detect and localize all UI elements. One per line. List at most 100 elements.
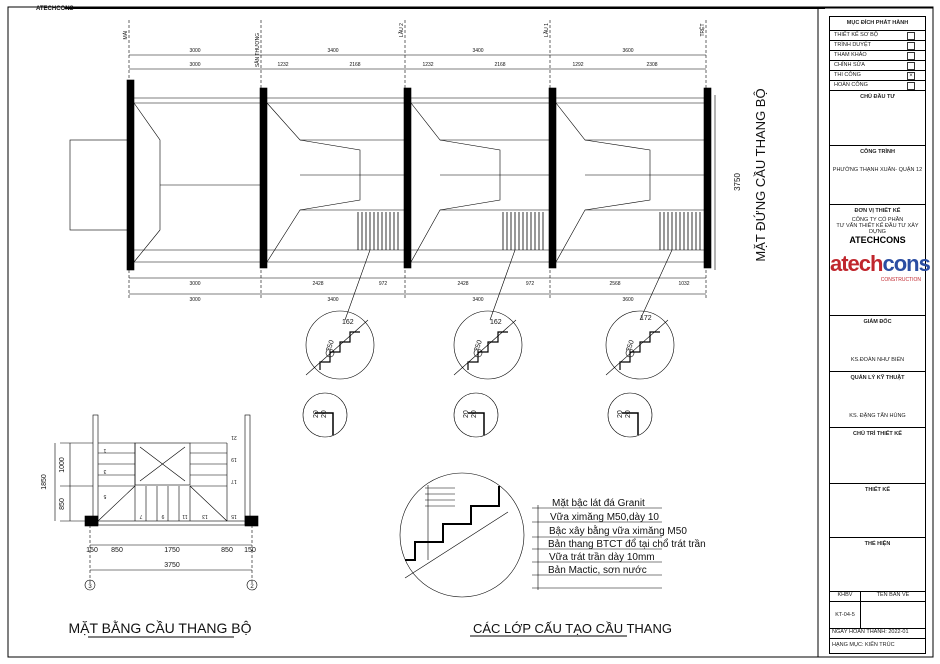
step-number: 17 — [231, 478, 237, 484]
logo-part: atech — [830, 251, 883, 276]
dim-label: 162 — [490, 319, 502, 326]
step-number: 3 — [103, 468, 106, 474]
logo-part: cons — [882, 251, 930, 276]
step-number: 21 — [231, 434, 237, 440]
checkbox[interactable] — [907, 42, 915, 50]
sheet-border — [7, 6, 934, 658]
dim-label: 3400 — [472, 48, 483, 54]
step-number: 7 — [139, 513, 142, 519]
dim-label: 250 — [625, 339, 636, 352]
dim-label: 3750 — [164, 562, 180, 569]
dim-label: 150 — [86, 547, 98, 554]
layer-item: Bậc xây bằng vữa ximăng M50 — [549, 524, 687, 537]
checkbox[interactable] — [907, 82, 915, 90]
step-detail — [453, 310, 523, 438]
dim-label: 1750 — [164, 547, 180, 554]
dim-label: 3600 — [622, 48, 633, 54]
dim-label: 20 — [617, 410, 624, 418]
category: HẠNG MỤC: KIẾN TRÚC — [832, 642, 895, 648]
layer-item: Vữa ximăng M50,dày 10 — [550, 512, 659, 523]
dim-label: 1000 — [59, 457, 66, 473]
company-name: ATECHCONS — [849, 235, 906, 245]
dim-label: 1032 — [678, 281, 689, 287]
dim-label: 3400 — [327, 297, 338, 303]
purpose-label: HOÀN CÔNG — [834, 82, 868, 88]
designer-header: ĐƠN VỊ THIẾT KẾ — [854, 208, 901, 214]
logo-subtitle: CONSTRUCTION — [880, 277, 921, 283]
purpose-label: THIẾT KẾ SƠ BỘ — [834, 32, 879, 38]
tech-header: QUẢN LÝ KỸ THUẬT — [850, 375, 905, 381]
company-logo: atechcons — [830, 251, 931, 277]
elevation-title: MẶT ĐỨNG CẦU THANG BỘ — [753, 88, 768, 261]
step-number: 1 — [103, 447, 106, 453]
plan-title: MẶT BẰNG CẦU THANG BỘ — [68, 619, 251, 636]
dim-label: 1850 — [41, 474, 48, 490]
director-header: GIÁM ĐỐC — [863, 319, 892, 325]
level-label: TRỆT — [698, 23, 706, 36]
step-number: 19 — [231, 456, 237, 462]
level-label: SÂN THƯỢNG — [254, 33, 261, 67]
dim-label: 172 — [640, 315, 652, 322]
dim-label: 250 — [473, 339, 484, 352]
owner-header: CHỦ ĐẦU TƯ — [860, 94, 895, 100]
layers-list: Mặt bậc lát đá Granit Vữa ximăng M50,dày… — [473, 498, 706, 636]
layer-item: Mặt bậc lát đá Granit — [552, 498, 645, 509]
dim-label: 20 — [463, 410, 470, 418]
axis-label: 2 — [250, 584, 254, 590]
purpose-option[interactable]: TRÌNH DUYỆT — [830, 41, 925, 51]
draft-header: THỂ HIỆN — [864, 541, 891, 547]
tech-name: KS. ĐẶNG TẤN HÙNG — [849, 413, 906, 419]
level-label: LẦU 2 — [398, 23, 405, 37]
completion-date: NGÀY HOÀN THÀNH: 2022-01 — [830, 629, 925, 639]
step-number: 9 — [161, 513, 164, 519]
dim-label: 3000 — [189, 48, 200, 54]
step-detail — [302, 310, 375, 438]
design-header: THIẾT KẾ — [864, 487, 891, 493]
dim-label: 250 — [325, 339, 336, 352]
level-label: LẦU 1 — [543, 23, 550, 37]
dim-label: 3000 — [189, 297, 200, 303]
dim-label: 2428 — [457, 281, 468, 287]
dim-label: 2168 — [494, 62, 505, 68]
checkbox[interactable] — [907, 52, 915, 60]
purpose-option[interactable]: HOÀN CÔNG — [830, 81, 925, 91]
stair-plan — [54, 414, 259, 591]
purpose-option[interactable]: THI CÔNG× — [830, 71, 925, 81]
step-detail-dims: 162 250 20 20 162 250 20 20 172 250 20 2… — [313, 315, 652, 418]
checkbox[interactable] — [907, 62, 915, 70]
checkbox-checked[interactable]: × — [907, 72, 915, 80]
purpose-header: MỤC ĐÍCH PHÁT HÀNH — [830, 17, 925, 31]
layer-item: Vữa trát trần dày 10mm — [549, 551, 655, 563]
dim-label: 20 — [321, 410, 328, 418]
dim-label: 20 — [471, 410, 478, 418]
dim-label: 1232 — [422, 62, 433, 68]
name-header: TÊN BẢN VẼ — [876, 592, 910, 598]
checkbox[interactable] — [907, 32, 915, 40]
layers-detail — [399, 472, 662, 598]
purpose-option[interactable]: CHỈNH SỬA — [830, 61, 925, 71]
company-line: TƯ VẤN THIẾT KẾ ĐẦU TƯ XÂY DỰNG — [836, 223, 919, 235]
director-name: KS.ĐOÀN NHƯ BIỂN — [850, 357, 905, 363]
stair-elevation — [69, 20, 716, 321]
purpose-label: THAM KHẢO — [834, 52, 867, 58]
purpose-option[interactable]: THIẾT KẾ SƠ BỘ — [830, 31, 925, 41]
dim-label: 2568 — [609, 281, 620, 287]
dim-label: 20 — [313, 410, 320, 418]
axis-label: 3 — [88, 584, 92, 590]
purpose-option[interactable]: THAM KHẢO — [830, 51, 925, 61]
step-details — [302, 310, 675, 438]
dim-label: 20 — [625, 410, 632, 418]
dim-label: 972 — [379, 281, 388, 287]
dim-label: 850 — [221, 547, 233, 554]
dim-label: 850 — [111, 547, 123, 554]
drawing-code: KT-04-5 — [830, 602, 861, 628]
dim-label: 972 — [526, 281, 535, 287]
level-label: MÁI — [122, 31, 129, 40]
dim-label: 3400 — [472, 297, 483, 303]
lead-header: CHỦ TRÌ THIẾT KẾ — [853, 431, 902, 437]
dim-label: 3000 — [189, 281, 200, 287]
layer-item: Bản Mactic, sơn nước — [548, 565, 647, 576]
step-number: 13 — [202, 513, 208, 519]
code-header: KHBV — [830, 592, 861, 601]
